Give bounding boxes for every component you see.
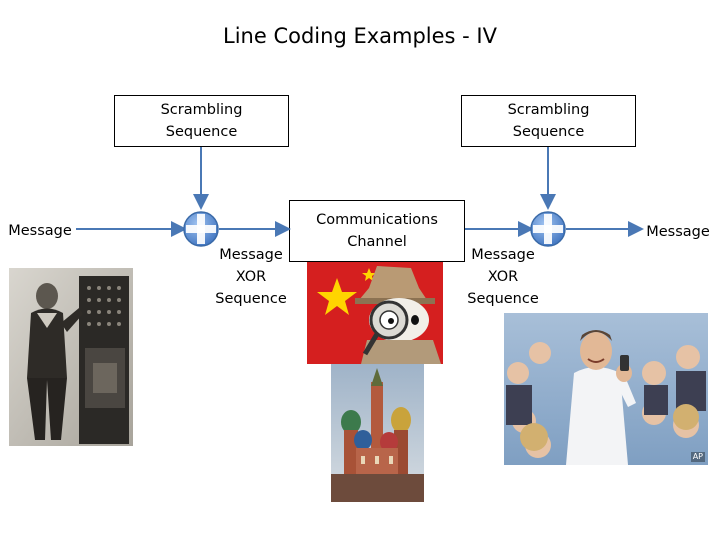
left-xor-line1: Message bbox=[219, 247, 283, 263]
inventor-photo bbox=[9, 268, 133, 446]
right-xor-line2: XOR bbox=[487, 269, 519, 285]
left-xor-line2: XOR bbox=[235, 269, 267, 285]
right-xor-icon bbox=[530, 211, 566, 247]
photo-credit: AP bbox=[690, 452, 705, 462]
communications-channel-box: Communications Channel bbox=[289, 200, 465, 262]
cathedral-photo bbox=[331, 364, 424, 502]
right-message-label: Message bbox=[646, 224, 710, 240]
slide-title: Line Coding Examples - IV bbox=[223, 24, 497, 48]
right-scrambling-line2: Sequence bbox=[512, 124, 585, 140]
right-xor-line1: Message bbox=[471, 247, 535, 263]
right-scrambling-line1: Scrambling bbox=[507, 102, 590, 118]
right-scrambling-sequence-box: Scrambling Sequence bbox=[461, 95, 636, 147]
left-scrambling-line2: Sequence bbox=[165, 124, 238, 140]
right-xor-line3: Sequence bbox=[467, 291, 539, 307]
left-scrambling-sequence-box: Scrambling Sequence bbox=[114, 95, 289, 147]
crowd-photo: AP bbox=[504, 313, 708, 465]
left-xor-line3: Sequence bbox=[215, 291, 287, 307]
right-xor-label: Message XOR Sequence bbox=[458, 244, 548, 310]
left-message-label: Message bbox=[8, 223, 72, 239]
channel-line2: Channel bbox=[347, 234, 407, 250]
eavesdropper-cartoon bbox=[307, 262, 443, 364]
left-xor-label: Message XOR Sequence bbox=[206, 244, 296, 310]
left-xor-icon bbox=[183, 211, 219, 247]
left-scrambling-line1: Scrambling bbox=[160, 102, 243, 118]
channel-line1: Communications bbox=[316, 212, 438, 228]
